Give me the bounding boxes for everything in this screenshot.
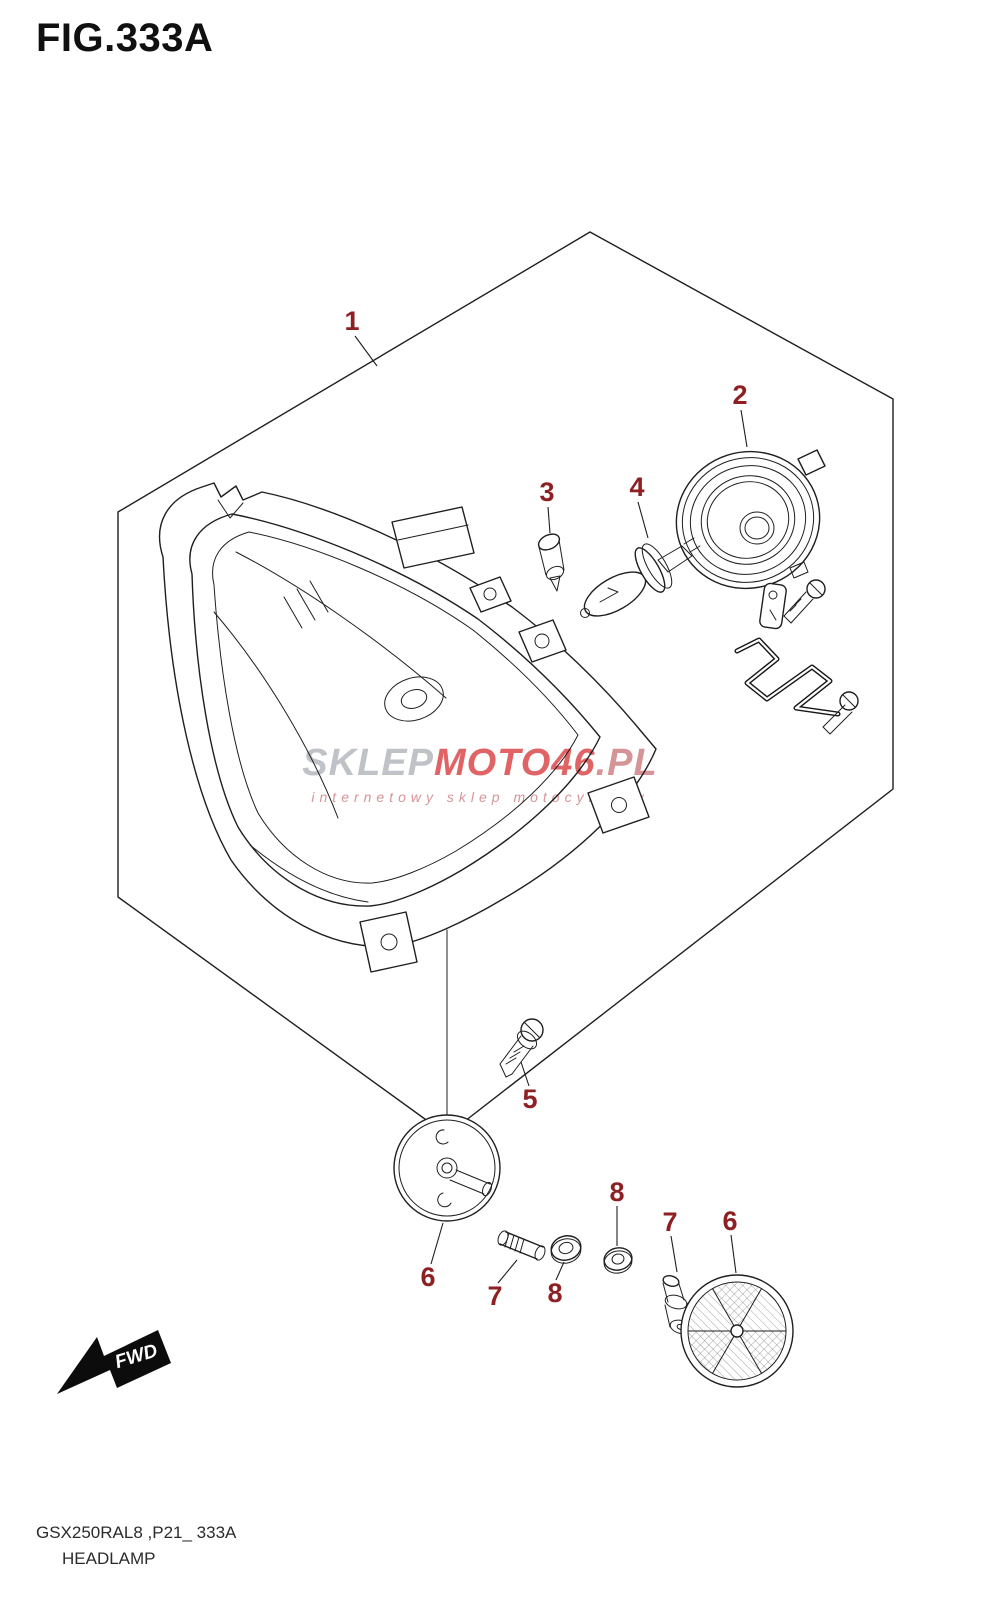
callout-7-right: 7 [662,1207,677,1237]
mount-plate [759,582,787,630]
callout-8-right: 8 [609,1177,624,1207]
callout-3: 3 [539,477,554,507]
callout-4: 4 [629,472,644,502]
headlamp-bulb [580,537,701,618]
reflector [680,1274,794,1388]
small-bulb [537,533,565,592]
figure-title: FIG.333A [36,16,214,60]
fwd-arrow-icon [57,1330,171,1394]
leader-lines [354,335,748,1284]
washer-left [550,1235,582,1264]
callout-8-left: 8 [547,1278,562,1308]
spring-clip [734,637,841,717]
threaded-stud [497,1230,546,1261]
retainer-ring [675,449,826,590]
callout-1: 1 [344,306,359,336]
adjuster-disc [393,1114,501,1222]
callout-2: 2 [732,380,747,410]
figure-code: GSX250RAL8 ,P21_ 333A [36,1523,237,1542]
housing-screw [499,1018,544,1078]
callout-7-left: 7 [487,1281,502,1311]
figure-name: HEADLAMP [62,1548,156,1568]
callout-6-left: 6 [420,1262,435,1292]
callouts: 1 2 3 4 5 6 7 8 8 7 6 [344,306,747,1311]
clip-screw [822,691,859,735]
washer-right [603,1247,633,1274]
reflector-bolt [662,1275,693,1335]
enclosure-box [117,231,894,1136]
headlamp-housing [158,482,657,973]
plate-screw [783,579,826,624]
footer: GSX250RAL8 ,P21_ 333A HEADLAMP [36,1520,236,1571]
callout-5: 5 [522,1084,537,1114]
callout-6-right: 6 [722,1206,737,1236]
fwd-marker: FWD [57,1330,171,1394]
